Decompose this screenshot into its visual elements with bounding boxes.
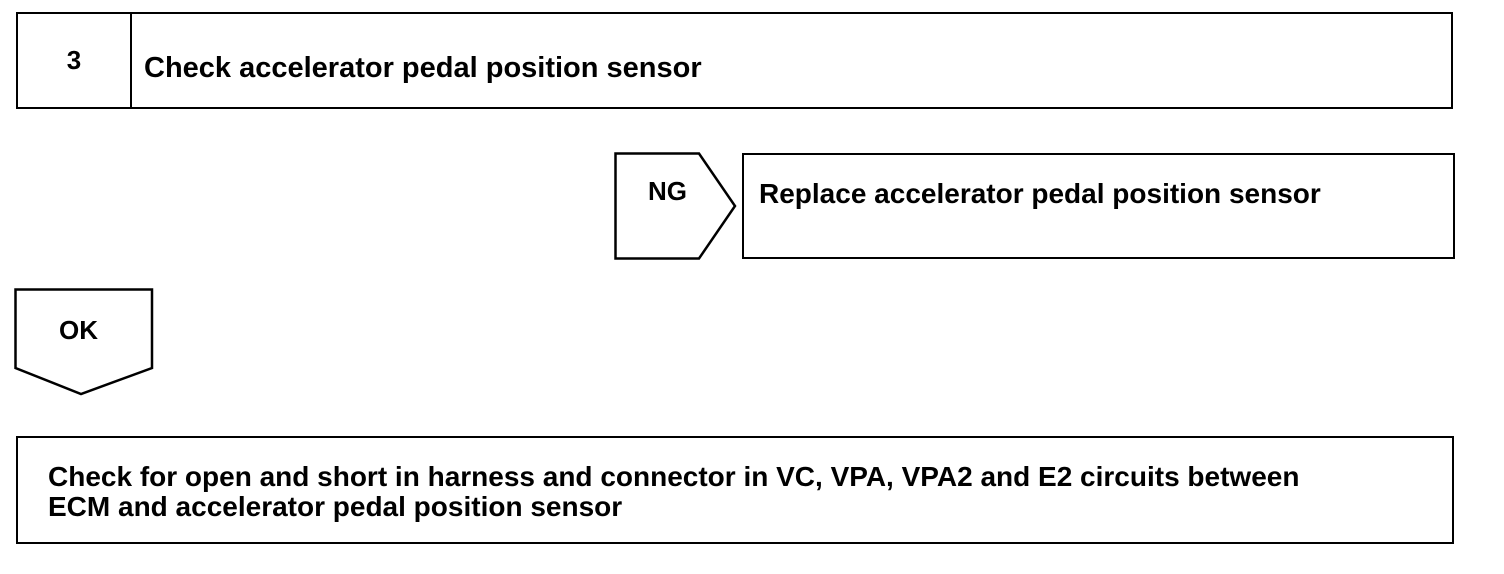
- ng-action-box: Replace accelerator pedal position senso…: [742, 153, 1455, 259]
- step-number: 3: [18, 14, 132, 107]
- ng-arrow: [614, 152, 737, 260]
- ng-label: NG: [648, 176, 687, 206]
- ok-label: OK: [59, 315, 98, 345]
- ng-action-text: Replace accelerator pedal position senso…: [759, 178, 1321, 209]
- next-step-box: Check for open and short in harness and …: [16, 436, 1454, 544]
- next-step-line-1: Check for open and short in harness and …: [48, 461, 1300, 492]
- next-step-line-2: ECM and accelerator pedal position senso…: [48, 491, 623, 522]
- step-box: 3 Check accelerator pedal position senso…: [16, 12, 1453, 109]
- step-title: Check accelerator pedal position sensor: [144, 52, 702, 84]
- ok-arrow: [14, 288, 154, 396]
- next-step-text: Check for open and short in harness and …: [48, 462, 1448, 522]
